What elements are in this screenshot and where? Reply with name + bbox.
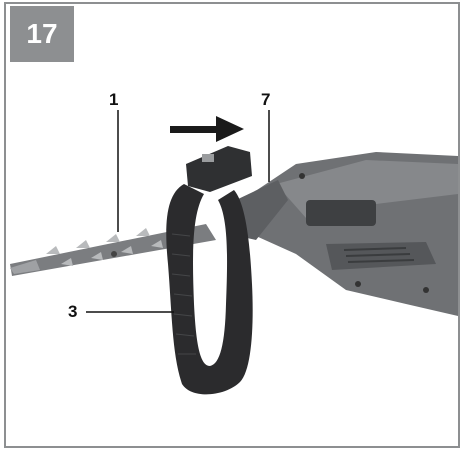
hedge-blade <box>10 222 216 276</box>
arrow-right-icon <box>170 116 244 142</box>
leader-lines <box>86 110 270 313</box>
switch-block <box>186 146 252 192</box>
callout-1-label: 1 <box>109 90 119 109</box>
tool-body <box>236 152 458 316</box>
callout-3-label: 3 <box>68 302 78 321</box>
figure-frame: 17 1 7 3 <box>4 2 460 448</box>
loop-handle <box>166 184 253 395</box>
product-photo <box>10 110 458 395</box>
callout-7-label: 7 <box>261 90 271 109</box>
figure-number-badge: 17 <box>10 6 74 62</box>
